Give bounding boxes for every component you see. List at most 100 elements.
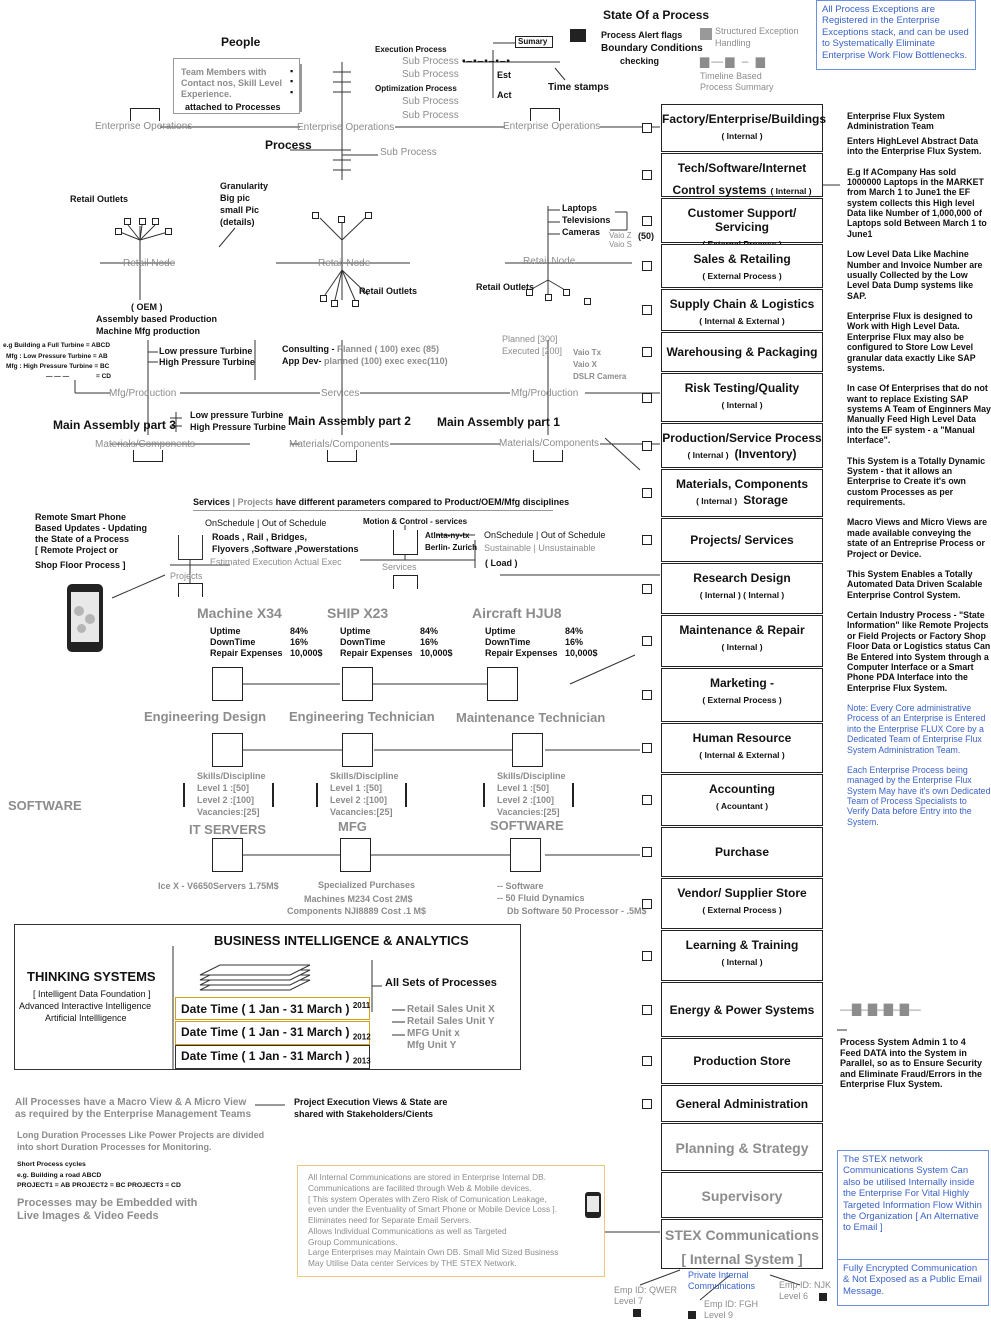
panel-supply-chain-logistics[interactable]: Supply Chain & Logistics( Internal & Ext… <box>661 289 823 331</box>
panel-purchase[interactable]: Purchase <box>661 827 823 877</box>
allsets-label: All Sets of Processes <box>385 977 497 989</box>
panel-checkbox[interactable] <box>642 215 652 226</box>
thinking-title: THINKING SYSTEMS <box>27 969 156 984</box>
panel-checkbox[interactable] <box>642 123 652 133</box>
panel-factory-enterprise-buildings[interactable]: Factory/Enterprise/Buildings( Internal ) <box>661 104 826 152</box>
flyovers-label: Flyovers ,Software ,Powerstations <box>212 544 359 554</box>
panel-energy-power-systems[interactable]: Energy & Power Systems <box>661 982 823 1037</box>
panel-accounting[interactable]: Accounting( Acountant ) <box>661 774 823 826</box>
panel-warehousing-packaging[interactable]: Warehousing & Packaging <box>661 332 823 372</box>
panel-supervisory[interactable]: Supervisory <box>661 1172 823 1218</box>
panel-sub-row: ( External Process ) <box>662 266 822 282</box>
panel-checkbox[interactable] <box>642 488 652 498</box>
remote-line-4: [ Remote Project or <box>35 545 119 555</box>
panel-checkbox[interactable] <box>642 950 652 961</box>
timestamps-label: Time stamps <box>548 82 609 93</box>
note-paragraph: E.g If ACompany Has sold 1000000 Laptops… <box>847 166 987 239</box>
panel-materials-components[interactable]: Materials, Components( Internal )Storage <box>661 469 823 517</box>
outlet-marker <box>320 295 327 302</box>
people-box <box>173 58 300 114</box>
panel-checkbox[interactable] <box>642 261 652 271</box>
it-machines-label: Machines M234 Cost 2M$ <box>304 894 413 904</box>
panel-production-store[interactable]: Production Store <box>661 1038 823 1084</box>
panel-planning-strategy[interactable]: Planning & Strategy <box>661 1123 823 1171</box>
admin-note: Process System Admin 1 to 4 Feed DATA in… <box>840 1037 983 1090</box>
outlet-marker <box>115 228 122 235</box>
shared-line-2: shared with Stakeholders/Cients <box>294 1109 434 1119</box>
panel-label: Warehousing & Packaging <box>666 345 818 359</box>
stex-box-2: Fully Encrypted Communication & Not Expo… <box>837 1260 989 1306</box>
stex-box-1: The STEX network Communications System C… <box>837 1150 989 1260</box>
outlet-marker <box>152 218 159 225</box>
it-box <box>340 838 371 872</box>
panel-label: Production/Service Process <box>662 431 822 445</box>
panel-checkbox[interactable] <box>642 170 652 180</box>
panel-customer-support-servicing[interactable]: Customer Support/ Servicing( External Pr… <box>661 198 823 249</box>
uptime-label: Uptime <box>485 626 516 636</box>
panel-checkbox[interactable] <box>642 636 652 646</box>
downtime-label: DownTime <box>340 637 386 647</box>
panel-checkbox[interactable] <box>642 535 652 545</box>
panel-projects-services[interactable]: Projects/ Services <box>661 518 823 562</box>
ops-left-box <box>130 108 160 121</box>
load-label: ( Load ) <box>485 558 518 568</box>
software-left-label: SOFTWARE <box>8 798 82 813</box>
outlet-marker <box>584 298 591 305</box>
mfg-prod-1: Mfg/Production <box>109 388 177 399</box>
panel-marketing[interactable]: Marketing -( External Process ) <box>661 668 823 722</box>
admin-markers: —▇–▇–▇–▇— <box>840 1002 921 1016</box>
long-line-1: Long Duration Processes Like Power Proje… <box>17 1130 265 1140</box>
consulting-stats: Planned ( 100) exec (85) <box>337 344 440 354</box>
panel-sub: ( Internal ) <box>696 496 738 506</box>
panel-sales-retailing[interactable]: Sales & Retailing( External Process ) <box>661 244 823 288</box>
summary-label: Sumary <box>518 37 548 46</box>
panel-checkbox[interactable] <box>642 898 652 909</box>
uptime-value: 84% <box>420 626 439 636</box>
retail-node-2: Retail Node <box>318 258 371 269</box>
panel-label: Sales & Retailing <box>693 252 791 266</box>
panel-research-design[interactable]: Research Design( Internal ) ( Internal ) <box>661 563 823 614</box>
emp-qwer: Emp ID: QWER <box>614 1285 678 1295</box>
icex-label: Ice X - V6650Servers 1.75M$ <box>158 881 279 891</box>
panel-vendor-supplier-store[interactable]: Vendor/ Supplier Store( External Process… <box>661 878 823 929</box>
panel-checkbox[interactable] <box>642 583 652 594</box>
panel-checkbox[interactable] <box>642 847 652 857</box>
services-label: Services <box>382 562 417 572</box>
panel-production-service-process[interactable]: Production/Service Process( Internal )(I… <box>661 423 823 468</box>
services-box <box>393 530 418 555</box>
panel-checkbox[interactable] <box>642 305 652 315</box>
panel-checkbox[interactable] <box>642 690 652 700</box>
panel-human-resource[interactable]: Human Resource( Internal & External ) <box>661 723 823 773</box>
panel-checkbox[interactable] <box>642 1098 652 1109</box>
panel-general-administration[interactable]: General Administration <box>661 1085 823 1122</box>
panel-checkbox[interactable] <box>642 392 652 403</box>
panel-checkbox[interactable] <box>642 440 652 451</box>
panel-stex-communications[interactable]: STEX Communications[ Internal System ] <box>661 1219 823 1269</box>
macro-line-2: as required by the Enterprise Management… <box>15 1109 252 1120</box>
skills-line: Level 1 :[50] <box>497 783 550 793</box>
skills-line: Level 2 :[100] <box>497 795 555 805</box>
downtime-value: 16% <box>565 637 584 647</box>
panel-checkbox[interactable] <box>642 1056 652 1066</box>
sub-process-2: Sub Process <box>402 69 459 80</box>
panel-sub: ( External Process ) <box>702 905 782 915</box>
panel-checkbox[interactable] <box>642 795 652 805</box>
skills-line: Skills/Discipline <box>330 771 399 781</box>
projects-label: Projects <box>170 571 203 581</box>
panel-maintenance-repair[interactable]: Maintenance & Repair( Internal ) <box>661 615 823 667</box>
panel-sub: ( Internal ) ( Internal ) <box>699 590 785 600</box>
panel-sub: ( Internal ) <box>721 400 763 410</box>
panel-learning-training[interactable]: Learning & Training( Internal ) <box>661 930 823 981</box>
panel-checkbox[interactable] <box>642 1004 652 1015</box>
consulting-line: Consulting - Planned ( 100) exec (85) <box>282 344 439 354</box>
panel-checkbox[interactable] <box>642 743 652 753</box>
ops-right: Enterprise Operations <box>503 121 601 132</box>
note-paragraph: Certain Industry Process - "State Inform… <box>847 610 991 693</box>
laptops-label: Laptops <box>562 203 597 213</box>
panel-checkbox[interactable] <box>642 347 652 357</box>
bi-box <box>14 924 521 1070</box>
internal-comm-line: Allows Individual Communications as well… <box>308 1225 507 1236</box>
panel-risk-testing-quality[interactable]: Risk Testing/Quality( Internal ) <box>661 373 823 422</box>
panel-sub: ( External Process ) <box>702 695 782 705</box>
